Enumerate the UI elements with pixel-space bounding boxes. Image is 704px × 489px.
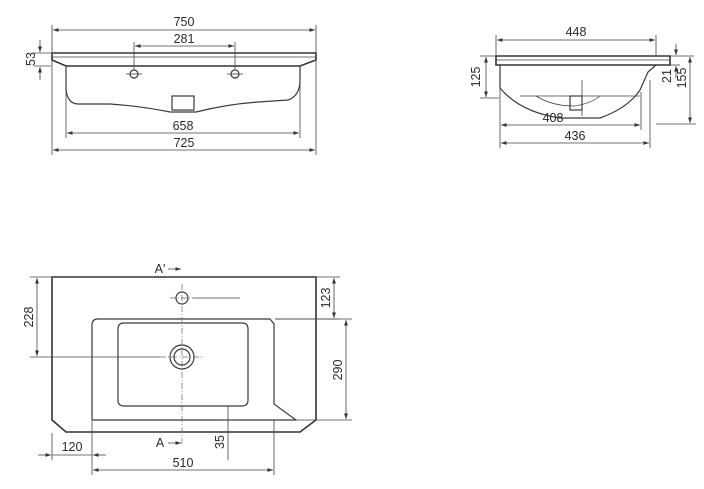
front-countertop xyxy=(51,52,317,67)
front-view: 750 281 53 658 725 xyxy=(24,15,317,155)
side-body xyxy=(499,64,657,119)
dim-overall-height: 125 xyxy=(469,67,483,88)
front-basin-body xyxy=(65,66,301,113)
dim-drain-to-back: 228 xyxy=(22,307,36,328)
dim-rim-thickness: 21 xyxy=(660,69,674,83)
dim-outer-width: 725 xyxy=(174,136,195,150)
top-countertop xyxy=(51,276,317,433)
dim-front-offset: 35 xyxy=(213,435,227,449)
side-bowl xyxy=(535,95,601,107)
side-drain xyxy=(569,95,583,111)
dim-tap-to-back: 123 xyxy=(319,288,333,309)
dim-top-depth: 448 xyxy=(566,25,587,39)
side-slab xyxy=(495,55,671,66)
dim-inner-width: 658 xyxy=(173,119,194,133)
dim-bowl-depth: 408 xyxy=(543,111,564,125)
dim-left-margin: 120 xyxy=(62,440,83,454)
side-view: 448 125 21 155 408 436 xyxy=(469,25,696,148)
dim-bowl-length: 290 xyxy=(331,360,345,381)
top-bowl-inner xyxy=(117,322,249,407)
dim-rim-height: 53 xyxy=(24,52,38,66)
dim-hole-spacing: 281 xyxy=(174,32,195,46)
top-view: A' A 123 228 290 120 35 510 xyxy=(22,262,352,475)
section-label-top: A' xyxy=(155,262,166,276)
dim-base-depth: 436 xyxy=(565,129,586,143)
top-bowl-outer xyxy=(91,318,298,421)
dim-total-width: 750 xyxy=(174,15,195,29)
dim-bowl-width: 510 xyxy=(173,456,194,470)
front-drain xyxy=(171,95,195,111)
dim-right-height: 155 xyxy=(675,68,689,89)
section-label-bottom: A xyxy=(156,436,165,450)
